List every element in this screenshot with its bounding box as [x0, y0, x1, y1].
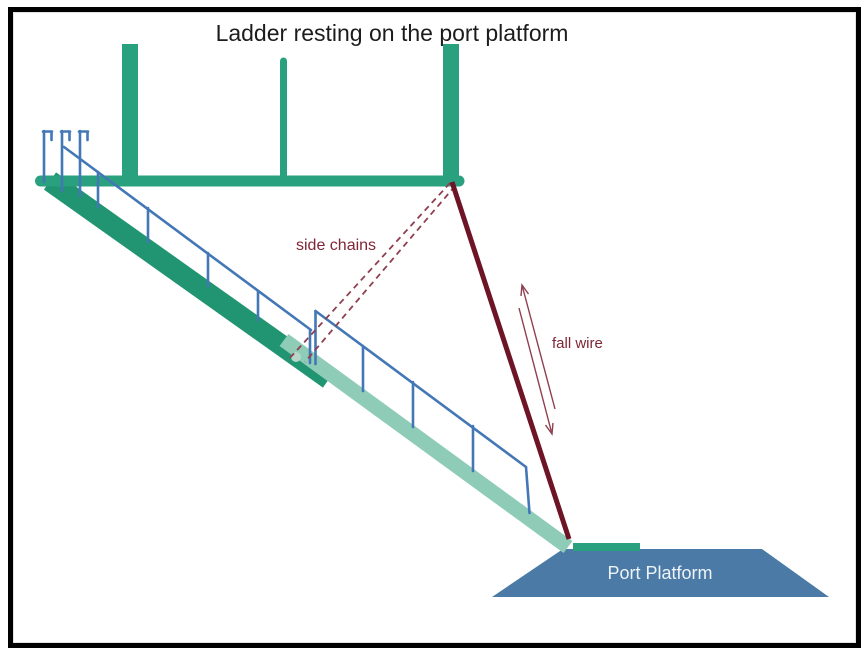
landing-post-2 [59, 129, 72, 193]
lower-ladder-stringer [279, 333, 573, 554]
landing-post-1 [41, 129, 54, 184]
slide-inner-border [13, 12, 856, 643]
port-platform-shape [492, 549, 829, 597]
fall-wire-label: fall wire [552, 335, 603, 352]
ship-deck-structure [35, 44, 465, 187]
arrow-up-head-icon [520, 283, 530, 297]
side-chain-line [304, 185, 456, 363]
ladder-railing [41, 129, 531, 515]
arrow-up-shaft [521, 284, 556, 410]
fall-wire-motion-arrows [518, 283, 556, 436]
arrow-down-head-icon [544, 422, 554, 436]
diagram-title: Ladder resting on the port platform [216, 20, 569, 46]
landing-post-3 [77, 129, 90, 198]
handrail-lower [314, 309, 528, 469]
hinge-point [291, 352, 301, 362]
side-chains-lines [287, 182, 456, 363]
slide-border-frame [8, 7, 861, 648]
side-chains-label: side chains [296, 237, 376, 254]
side-chain-line [287, 182, 451, 361]
port-platform-label: Port Platform [607, 563, 712, 583]
fall-wire-line [449, 181, 572, 540]
arrow-down-shaft [518, 307, 553, 435]
handrail-upper [62, 145, 313, 332]
rail-stanchion-end [524, 465, 531, 515]
